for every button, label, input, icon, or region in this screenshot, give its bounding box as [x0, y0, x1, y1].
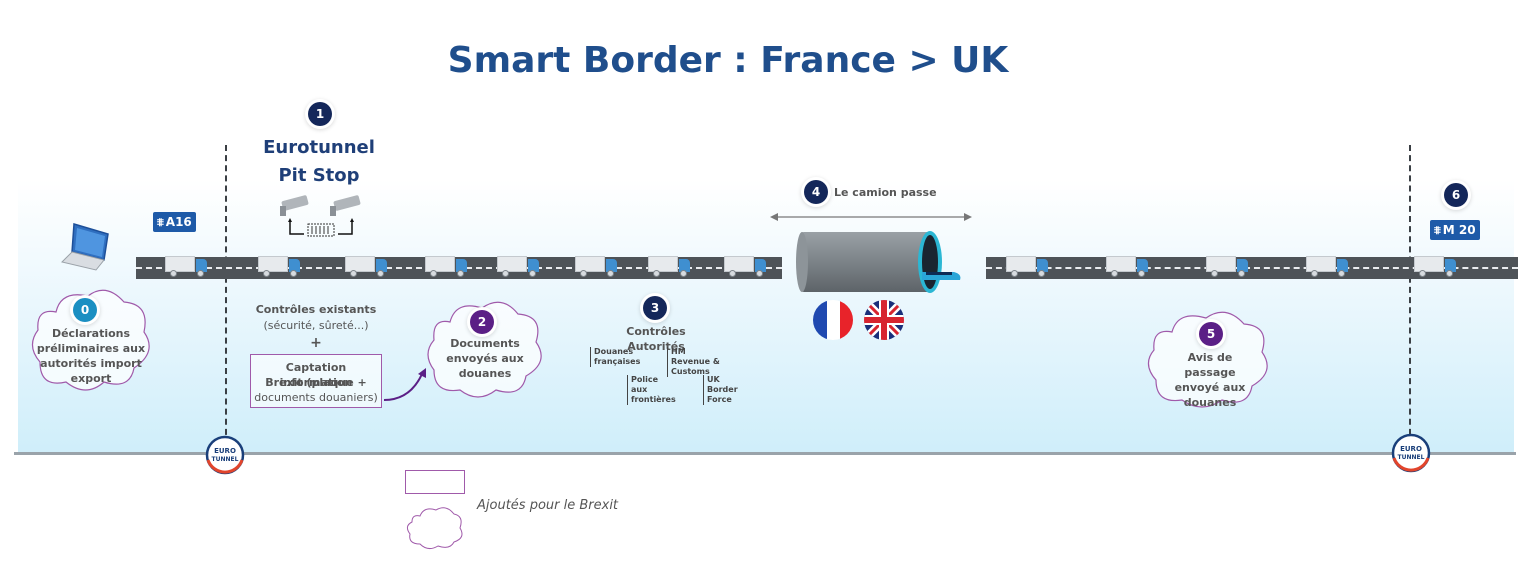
uk-flag-icon: [864, 300, 904, 340]
truck-icon: [1414, 256, 1458, 278]
step-5-badge: 5: [1199, 322, 1223, 346]
step-2-badge: 2: [470, 310, 494, 334]
laptop-icon: [61, 223, 109, 271]
uk-border-line: [1409, 145, 1411, 445]
legend-cloud-swatch: [406, 507, 463, 550]
step-6-badge: 6: [1444, 183, 1468, 207]
truck-icon: [345, 256, 389, 278]
authority-douanes: Douanes françaises: [590, 347, 640, 367]
step-3-title: Contrôles Autorités: [626, 325, 686, 353]
step-2-text: Documents envoyés aux douanes: [446, 337, 524, 380]
step-5-text: Avis de passage envoyé aux douanes: [1174, 351, 1246, 409]
truck-icon: [1006, 256, 1050, 278]
tunnel-icon: [796, 231, 961, 293]
truck-icon: [165, 256, 209, 278]
motorway-icon: ⩨: [157, 215, 164, 229]
truck-icon: [1206, 256, 1250, 278]
plus-sign: +: [310, 335, 322, 351]
eurotunnel-logo-right: EURO TUNNEL: [1391, 433, 1431, 473]
existing-controls-detail: (sécurité, sûreté...): [263, 319, 369, 332]
truck-icon: [1306, 256, 1350, 278]
authority-hmrc: HM Revenue & Customs: [667, 347, 727, 377]
camera-scanner-icon: [280, 195, 361, 237]
truck-icon: [497, 256, 541, 278]
step-1-badge: 1: [308, 102, 332, 126]
brexit-capture-box: Captation information Brexit (plaque + d…: [250, 354, 382, 408]
arrow-to-customs: [383, 368, 426, 401]
legend-label: Ajoutés pour le Brexit: [477, 498, 619, 513]
existing-controls-title: Contrôles existants: [255, 303, 377, 316]
truck-icon: [724, 256, 768, 278]
svg-text:TUNNEL: TUNNEL: [212, 456, 239, 463]
step-4-badge: 4: [804, 180, 828, 204]
pit-stop-title: Eurotunnel Pit Stop: [263, 137, 375, 186]
authority-ukbf: UK Border Force: [703, 375, 753, 405]
svg-text:EURO: EURO: [1400, 445, 1422, 453]
step-4-text: Le camion passe: [834, 186, 937, 199]
ground-line: [14, 452, 1516, 455]
authority-paf: Police aux frontières: [627, 375, 676, 405]
double-arrow-icon: [770, 213, 972, 221]
svg-text:TUNNEL: TUNNEL: [1398, 454, 1425, 461]
legend-box-swatch: [405, 470, 465, 494]
truck-icon: [1106, 256, 1150, 278]
truck-icon: [425, 256, 469, 278]
step-3-badge: 3: [643, 296, 667, 320]
cloud-step-0: [31, 289, 150, 391]
eurotunnel-logo-left: EURO TUNNEL: [205, 435, 245, 475]
page-title: Smart Border : France > UK: [447, 40, 1009, 81]
france-flag-icon: [813, 300, 853, 340]
cloud-step-5: [1147, 311, 1268, 408]
truck-icon: [258, 256, 302, 278]
svg-text:EURO: EURO: [214, 447, 236, 455]
cloud-step-2: [427, 301, 542, 398]
step-0-badge: 0: [73, 298, 97, 322]
truck-icon: [648, 256, 692, 278]
scene-background: [18, 180, 1514, 454]
step-0-text: Déclarations préliminaires aux autorités…: [36, 327, 146, 385]
road-sign-m20: ⩨ M 20: [1430, 220, 1480, 240]
motorway-icon: ⩨: [1434, 223, 1441, 237]
france-border-line: [225, 145, 227, 445]
truck-icon: [575, 256, 619, 278]
road-sign-a16: ⩨ A16: [153, 212, 196, 232]
